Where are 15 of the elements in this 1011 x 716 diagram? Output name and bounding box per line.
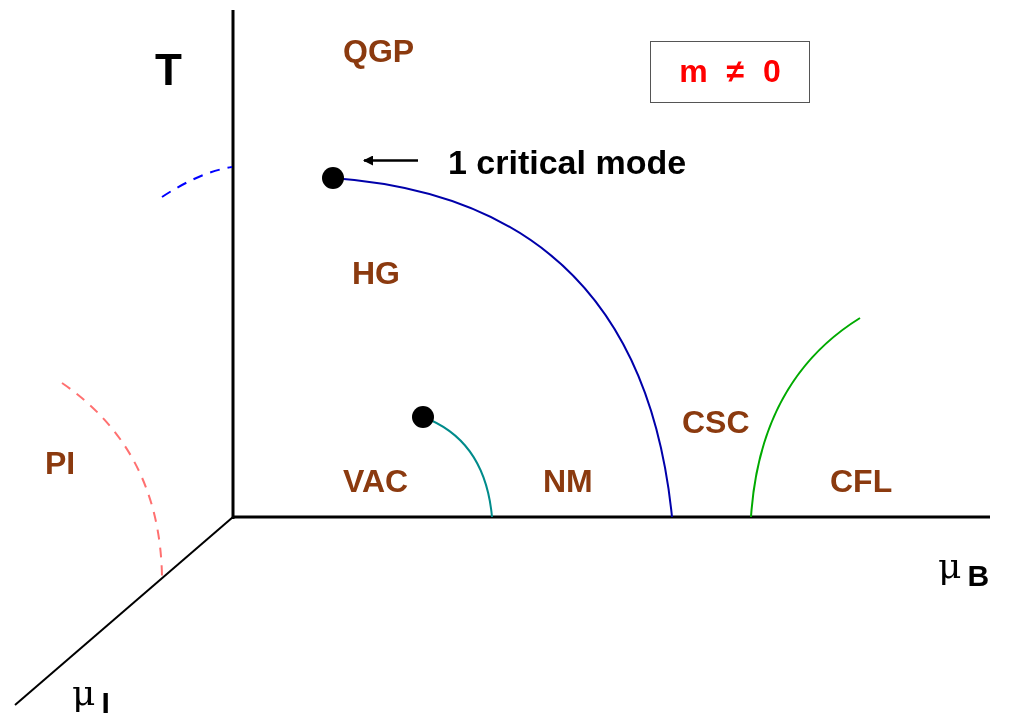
critical-point-dot [412, 406, 434, 428]
phase-label: HG [352, 255, 400, 292]
annotation-text: 1 critical mode [448, 143, 687, 182]
phase-label: QGP [343, 33, 415, 70]
axis-label: μ$_{B}$ [938, 545, 990, 594]
phase-label: CSC [682, 404, 750, 441]
phase-label: PI [45, 445, 76, 482]
phase-label: NM [543, 463, 593, 500]
axis-label: T [155, 45, 182, 95]
critical-point-dot [322, 167, 344, 189]
condition-box: m ≠ 0 [650, 41, 810, 103]
axis-label: μ$_{I}$ [72, 672, 110, 716]
phase-label: CFL [830, 463, 893, 500]
phase-label: VAC [343, 463, 409, 500]
arrow [363, 155, 418, 166]
